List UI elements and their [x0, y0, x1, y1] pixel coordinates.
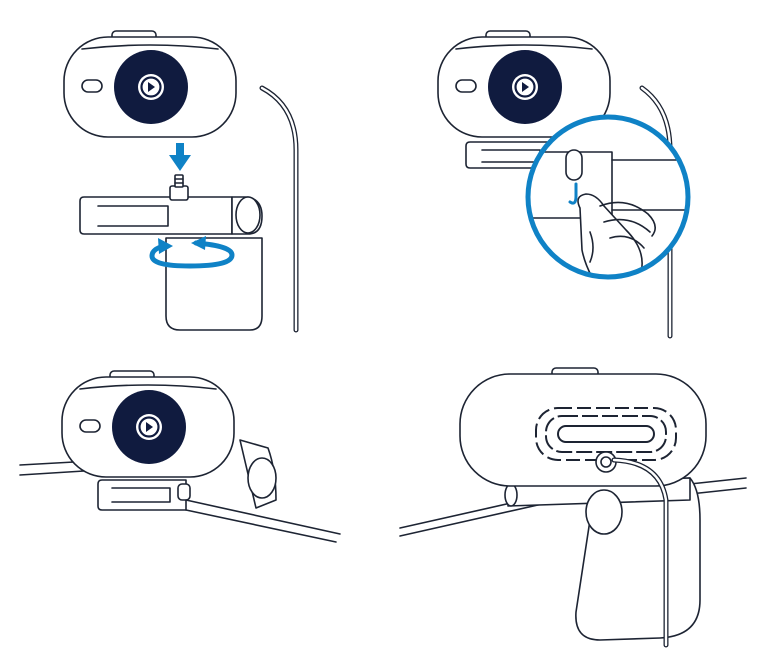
- arrow-down-icon: [169, 143, 191, 171]
- mount-clip-front: [97, 479, 187, 511]
- mount-clip-arm: [79, 196, 233, 235]
- webcam-body: [62, 29, 238, 139]
- mount-foot: [165, 237, 263, 331]
- rotate-arrows-icon: [149, 236, 235, 269]
- panel-step-4: [399, 367, 747, 648]
- panel-step-1: [62, 29, 299, 333]
- zoom-circle-icon: [525, 114, 691, 280]
- panel-step-3: [19, 369, 341, 543]
- panel-step-2: [436, 29, 691, 339]
- webcam-on-monitor: [60, 369, 236, 479]
- webcam-back: [459, 373, 707, 487]
